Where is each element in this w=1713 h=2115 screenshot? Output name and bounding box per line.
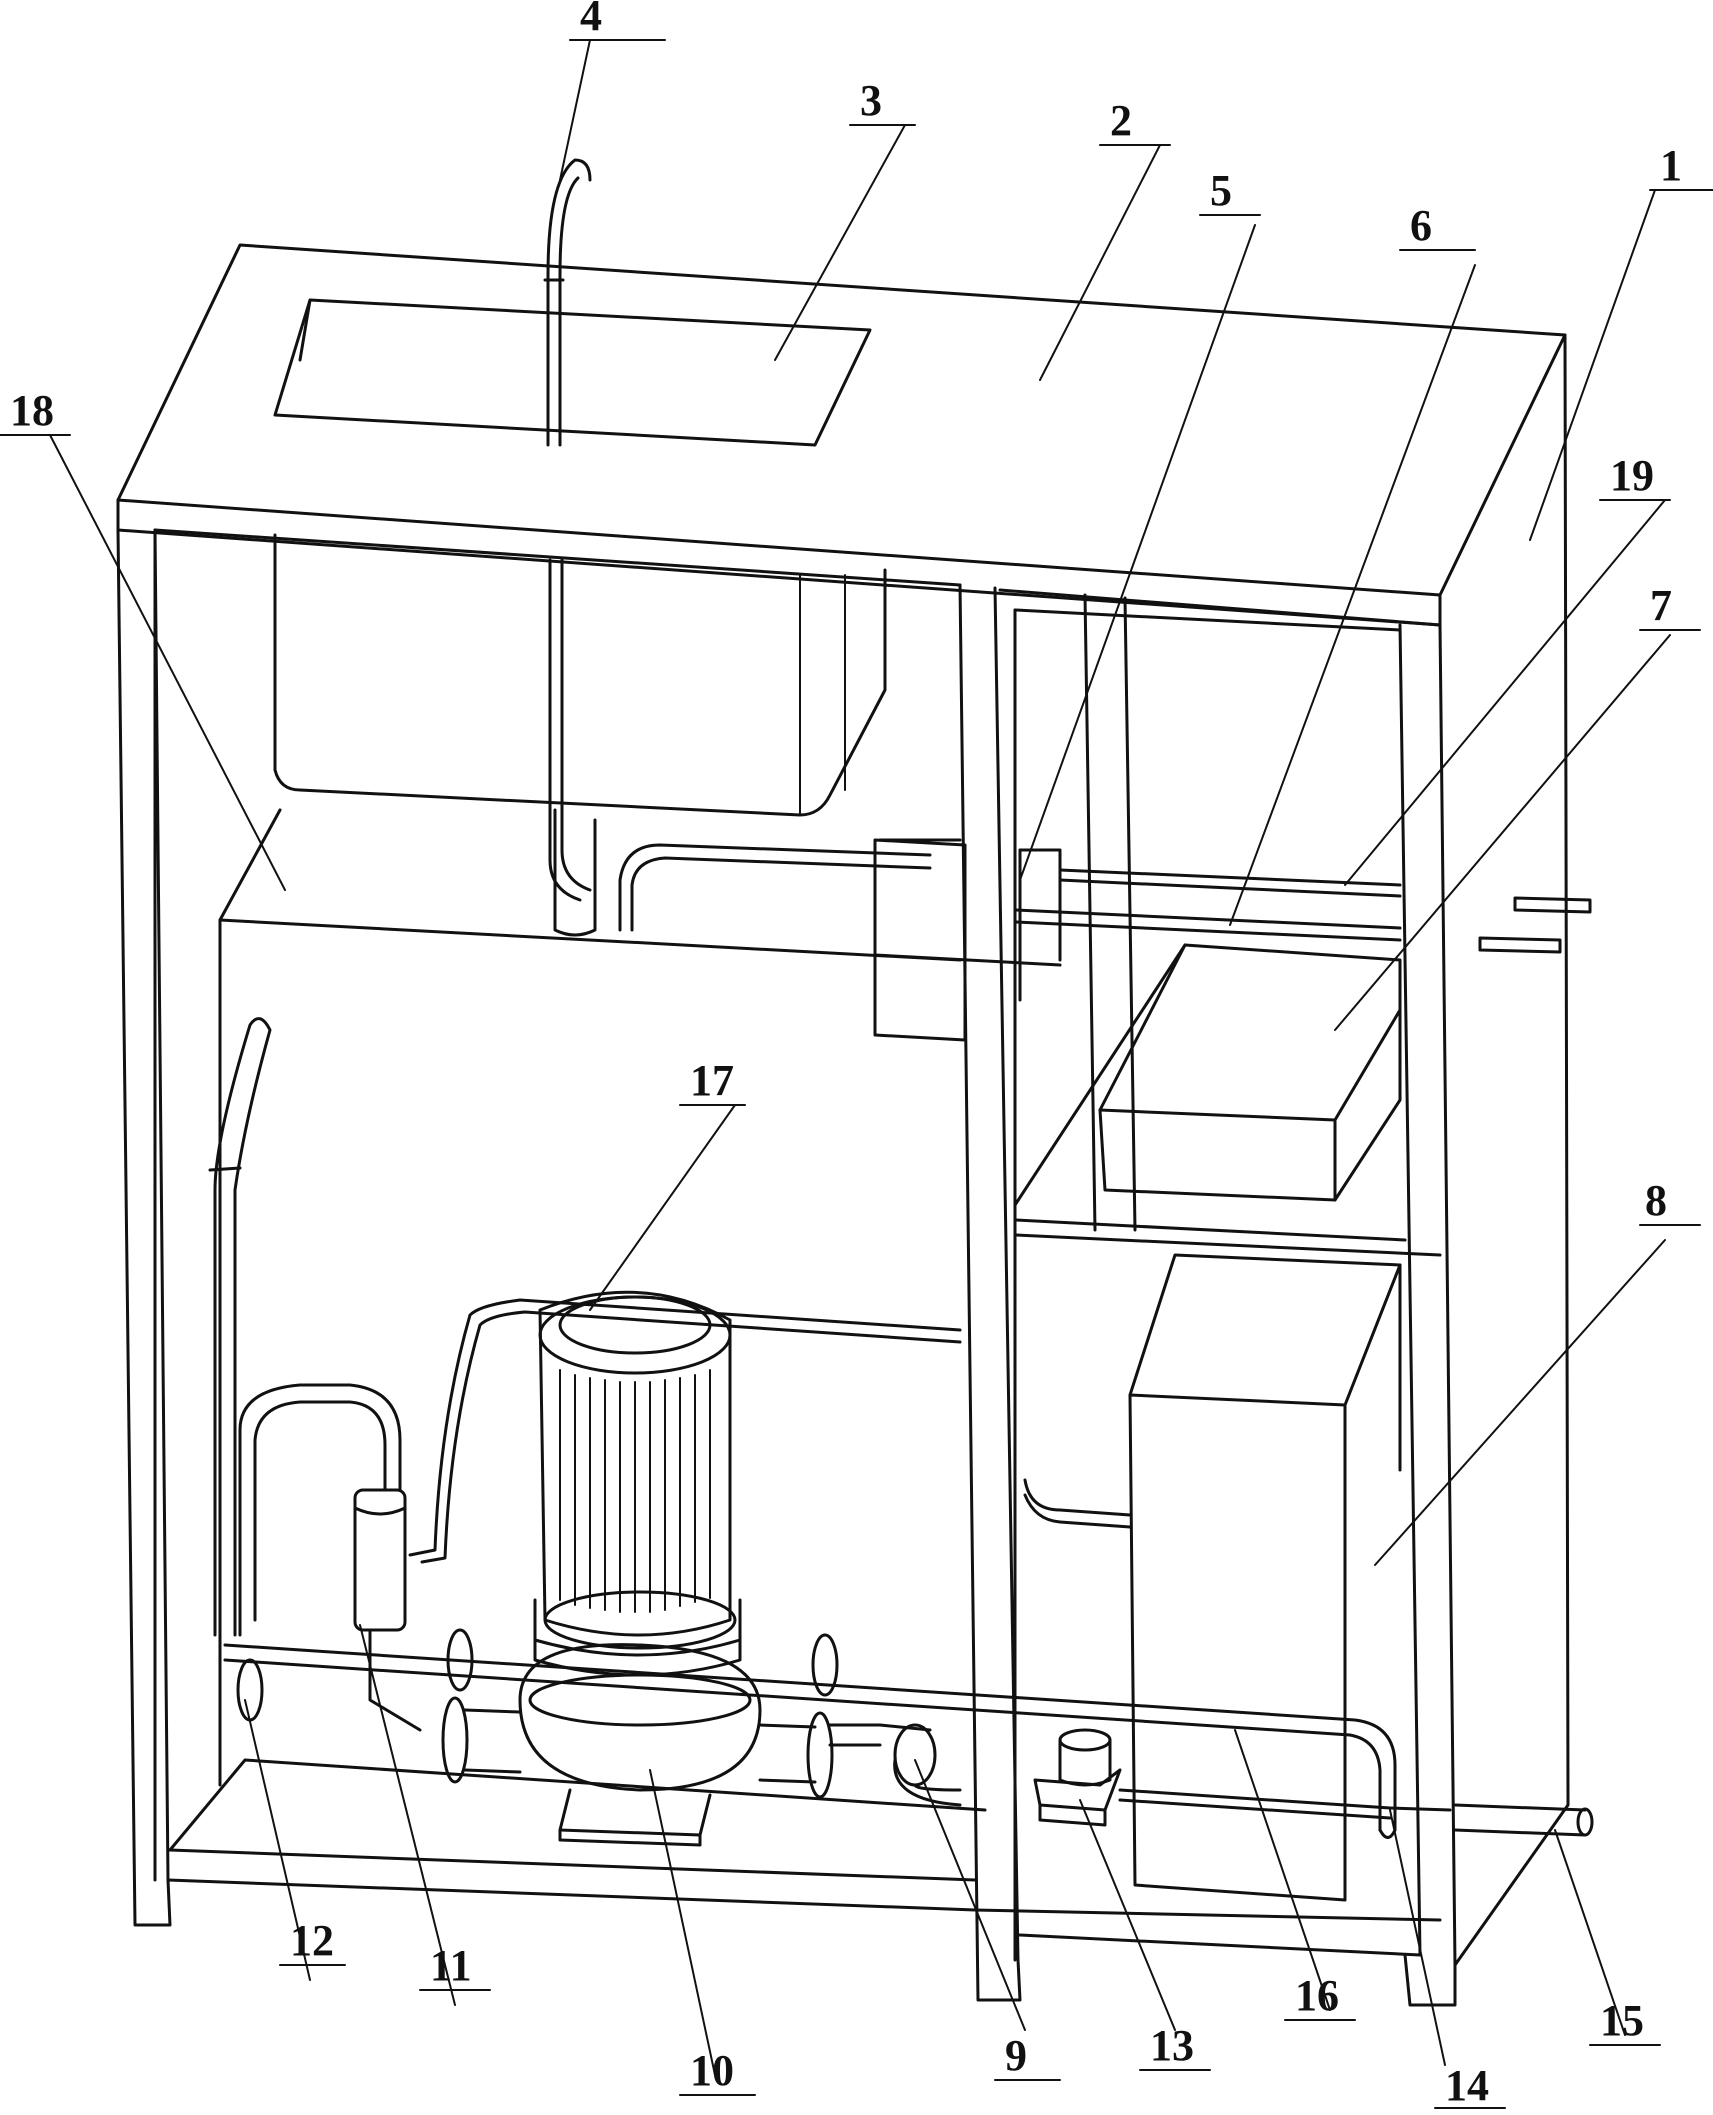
sink-basin [273, 298, 887, 817]
callout-4: 4 [580, 0, 602, 40]
callout-2: 2 [1110, 96, 1132, 145]
motor-fins [559, 1369, 711, 1613]
pump-flanges [441, 1628, 882, 1799]
callout-16: 16 [1295, 1971, 1339, 2020]
pump-motor [518, 1290, 762, 1847]
callout-13: 13 [1150, 2021, 1194, 2070]
upper-pipes [618, 838, 1402, 1042]
callout-7: 7 [1650, 581, 1672, 630]
drain-pipe [548, 558, 597, 937]
callout-3: 3 [860, 76, 882, 125]
callout-8: 8 [1645, 1176, 1667, 1225]
u-loop-and-sensor [238, 1383, 422, 1732]
leader-lines [49, 39, 1671, 2076]
return-pipe [408, 1298, 962, 1564]
callout-5: 5 [1210, 166, 1232, 215]
callout-6: 6 [1410, 201, 1432, 250]
link-pipe [1023, 1478, 1132, 1529]
faucet [543, 158, 592, 447]
side-pipes [1453, 896, 1594, 1837]
callout-15: 15 [1600, 1996, 1644, 2045]
callout-12: 12 [290, 1916, 334, 1965]
callout-14: 14 [1445, 2061, 1489, 2110]
solenoid-valve [1033, 1728, 1452, 1827]
callout-18: 18 [10, 386, 54, 435]
elbow-fitting [878, 1723, 962, 1807]
callout-10: 10 [690, 2046, 734, 2095]
water-tank [218, 808, 962, 1787]
callout-1: 1 [1660, 141, 1682, 190]
cabinet-frame [116, 243, 1570, 2007]
callout-19: 19 [1610, 451, 1654, 500]
callout-11: 11 [430, 1941, 472, 1990]
callout-9: 9 [1005, 2031, 1027, 2080]
callout-17: 17 [690, 1056, 734, 1105]
control-box [1013, 943, 1402, 1207]
riser-pipe [208, 1017, 272, 1637]
